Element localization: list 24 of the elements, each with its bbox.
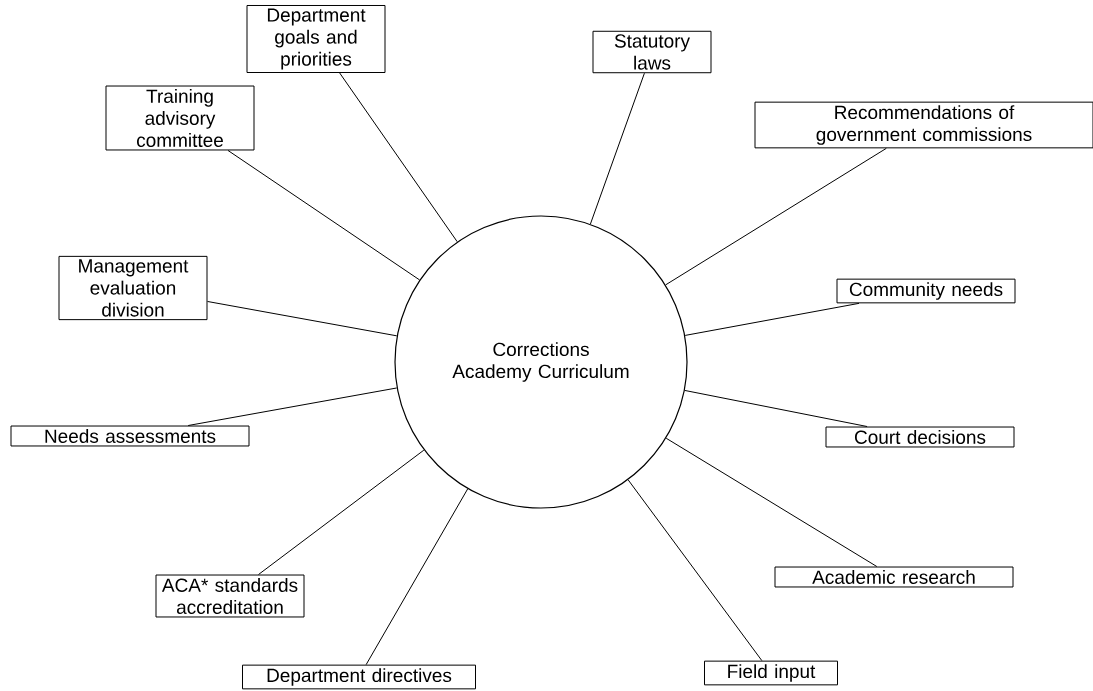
connector-line: [227, 149, 421, 281]
source-box: Field input: [704, 660, 838, 686]
source-box: Management evaluation division: [58, 255, 208, 321]
connector-line: [665, 437, 878, 567]
source-box: Needs assessments: [10, 425, 250, 447]
source-box: Department directives: [242, 664, 476, 690]
source-box: Academic research: [774, 566, 1014, 588]
connector-line: [665, 147, 887, 286]
source-box: Community needs: [836, 278, 1016, 304]
connector-line: [684, 389, 868, 427]
source-box: ACA* standards accreditation: [155, 574, 305, 618]
connector-line: [207, 301, 398, 337]
connector-line: [627, 479, 763, 662]
source-box: Department goals and priorities: [246, 5, 386, 73]
source-box: Court decisions: [825, 426, 1015, 448]
source-box: Training advisory committee: [105, 85, 255, 151]
connector-line: [589, 72, 645, 225]
connector-line: [187, 387, 398, 426]
source-box: Statutory laws: [592, 30, 712, 74]
source-box: Recommendations of government commissions: [754, 101, 1093, 149]
connector-line: [684, 302, 860, 336]
connector-line: [339, 72, 458, 243]
connector-line: [258, 449, 425, 575]
connector-line: [365, 488, 469, 666]
